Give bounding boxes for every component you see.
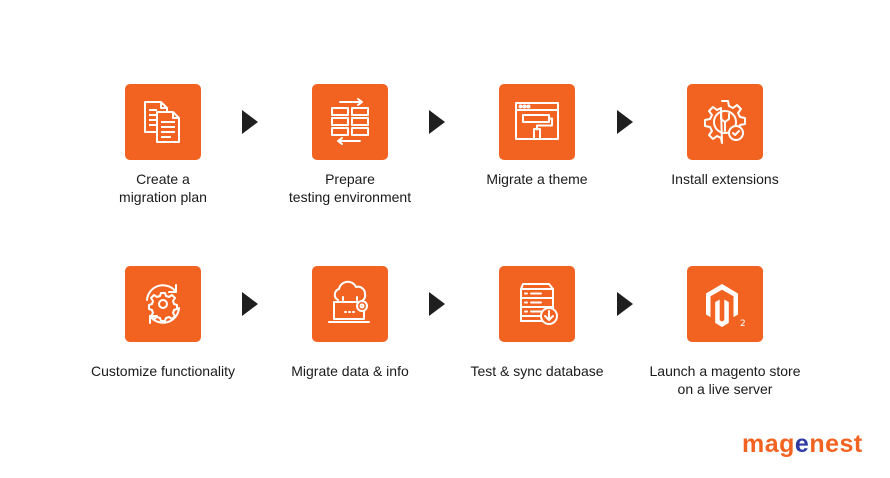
step-icon-box: 2 bbox=[687, 266, 763, 342]
step-label: Customize functionality bbox=[73, 362, 253, 380]
flow-arrow bbox=[429, 110, 445, 134]
step-icon-box bbox=[687, 84, 763, 160]
flow-arrow bbox=[242, 110, 258, 134]
step-label: Launch a magento store on a live server bbox=[635, 362, 815, 398]
step-icon-box bbox=[499, 266, 575, 342]
magento-2-logo-icon: 2 bbox=[706, 284, 746, 329]
gear-wrench-check-icon bbox=[704, 100, 746, 144]
flow-arrow bbox=[617, 110, 633, 134]
database-download-icon bbox=[520, 283, 558, 325]
step-label-line: Customize functionality bbox=[91, 363, 235, 379]
step-launch-magento-store: 2 Launch a magento store on a live serve… bbox=[635, 266, 815, 398]
step-label: Prepare testing environment bbox=[260, 170, 440, 206]
step-label-line: migration plan bbox=[119, 189, 207, 205]
step-migrate-theme: Migrate a theme bbox=[447, 84, 627, 188]
step-icon-box bbox=[312, 84, 388, 160]
step-prepare-testing-environment: Prepare testing environment bbox=[260, 84, 440, 206]
step-icon-box bbox=[312, 266, 388, 342]
step-label-line: on a live server bbox=[677, 381, 773, 397]
step-label: Create a migration plan bbox=[73, 170, 253, 206]
step-label-line: Install extensions bbox=[671, 171, 779, 187]
logo-text-part: e bbox=[794, 430, 810, 458]
step-label-line: Launch a magento store bbox=[649, 363, 801, 379]
step-label-line: Migrate a theme bbox=[486, 171, 588, 187]
logo-text-part: mag bbox=[742, 430, 795, 458]
step-icon-box bbox=[125, 266, 201, 342]
step-icon-box bbox=[125, 84, 201, 160]
step-icon-box bbox=[499, 84, 575, 160]
step-customize-functionality: Customize functionality bbox=[73, 266, 253, 380]
step-install-extensions: Install extensions bbox=[635, 84, 815, 188]
flow-arrow bbox=[617, 292, 633, 316]
step-label: Install extensions bbox=[635, 170, 815, 188]
step-label-line: Prepare bbox=[325, 171, 375, 187]
step-label-line: Create a bbox=[136, 171, 190, 187]
browser-paint-roller-icon bbox=[515, 102, 559, 140]
step-label: Test & sync database bbox=[447, 362, 627, 380]
step-label-line: Test & sync database bbox=[470, 363, 604, 379]
step-create-migration-plan: Create a migration plan bbox=[73, 84, 253, 206]
gear-refresh-icon bbox=[146, 284, 180, 324]
step-label: Migrate a theme bbox=[447, 170, 627, 188]
svg-text:2: 2 bbox=[740, 319, 746, 329]
step-migrate-data: Migrate data & info bbox=[260, 266, 440, 380]
documents-icon bbox=[144, 101, 180, 143]
flow-arrow bbox=[242, 292, 258, 316]
magenest-logo: magenest bbox=[742, 430, 863, 459]
flow-arrow bbox=[429, 292, 445, 316]
logo-text-part: nest bbox=[809, 430, 863, 458]
step-label-line: testing environment bbox=[288, 189, 412, 205]
cloud-laptop-icon bbox=[328, 280, 370, 323]
step-label: Migrate data & info bbox=[260, 362, 440, 380]
server-transfer-icon bbox=[331, 98, 369, 145]
step-test-sync-database: Test & sync database bbox=[447, 266, 627, 380]
step-label-line: Migrate data & info bbox=[291, 363, 409, 379]
